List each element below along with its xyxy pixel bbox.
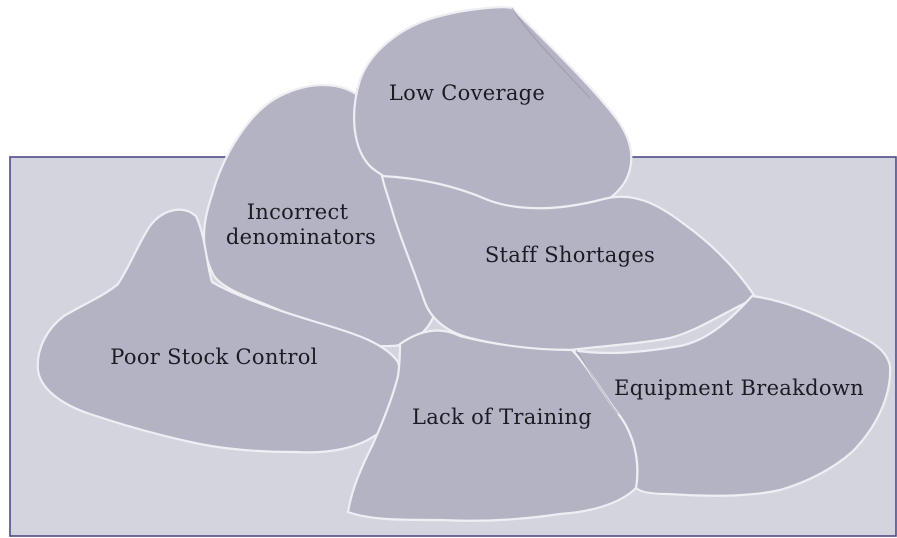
lack-of-training-label: Lack of Training [412,405,592,429]
rock-lack-of-training: Lack of Training [346,329,639,522]
equipment-breakdown-label: Equipment Breakdown [614,376,864,400]
staff-shortages-label: Staff Shortages [485,243,655,267]
incorrect-denominators-line-2: denominators [226,225,376,249]
rock-equipment-breakdown: Equipment Breakdown [570,294,892,497]
poor-stock-control-label: Poor Stock Control [110,345,317,369]
incorrect-denominators-label: Incorrect denominators [226,200,376,249]
rock-staff-shortages: Staff Shortages [380,174,758,352]
rock-poor-stock-control: Poor Stock Control [36,208,402,454]
low-coverage-label: Low Coverage [389,81,545,105]
incorrect-denominators-line-1: Incorrect [247,200,349,224]
